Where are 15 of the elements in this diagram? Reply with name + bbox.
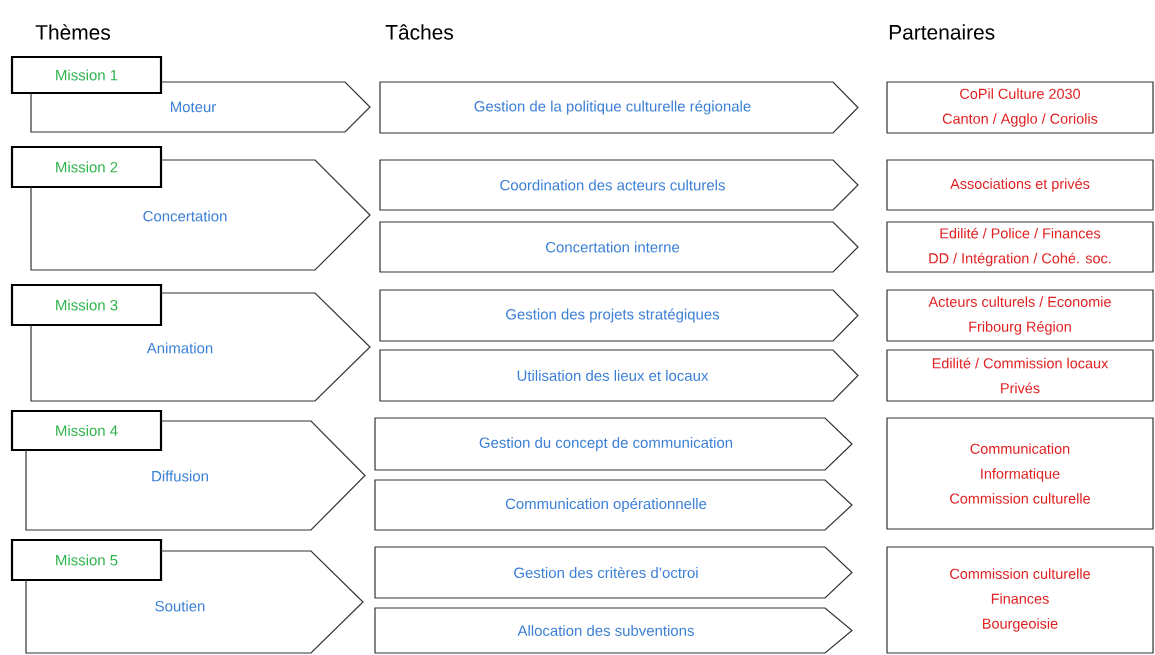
partner-box: Edilité / Police / Finances DD / Intégration / Cohé. soc. <box>886 221 1154 273</box>
mission-tab: Mission 2 <box>10 145 163 189</box>
mission-tab: Mission 4 <box>10 409 163 452</box>
mission-tab: Mission 1 <box>10 55 163 95</box>
column-heading: Thèmes <box>35 24 110 40</box>
mission-tab: Mission 3 <box>10 283 163 327</box>
partner-box: Communication Informatique Commission culturelle <box>886 417 1154 530</box>
column-heading: Tâches <box>385 24 454 40</box>
partner-box: CoPil Culture 2030 Canton / Agglo / Coriolis <box>886 81 1154 134</box>
partner-box: Commission culturelle Finances Bourgeoisie <box>886 546 1154 654</box>
mission-tab: Mission 5 <box>10 538 163 582</box>
partner-box: Associations et privés <box>886 159 1154 211</box>
column-heading: Partenaires <box>889 24 995 40</box>
partner-box: Edilité / Commission locaux Privés <box>886 349 1154 402</box>
partner-box: Acteurs culturels / Economie Fribourg Région <box>886 289 1154 342</box>
